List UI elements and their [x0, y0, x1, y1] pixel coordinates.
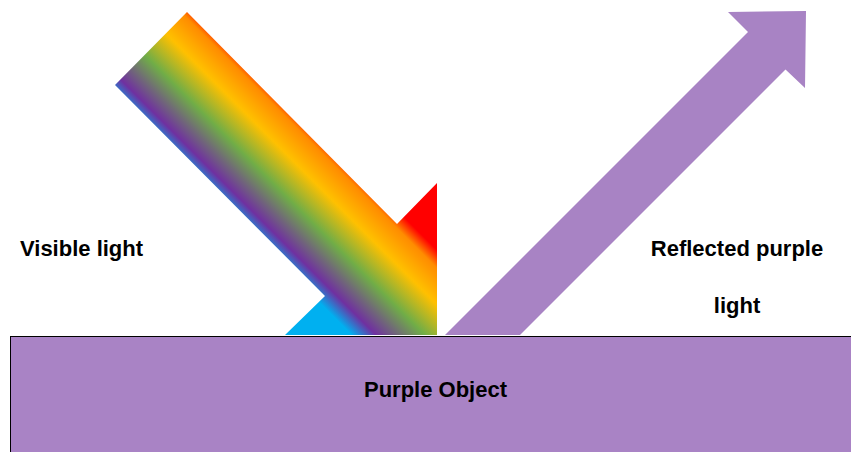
visible-light-arrow — [115, 12, 437, 335]
light-label: Visible light — [20, 234, 220, 264]
object-label: Purple Object — [364, 377, 507, 403]
light-label: Reflected purple light — [628, 220, 846, 334]
reflected-light-arrow — [445, 11, 806, 335]
object-block: Purple Object — [10, 336, 851, 452]
